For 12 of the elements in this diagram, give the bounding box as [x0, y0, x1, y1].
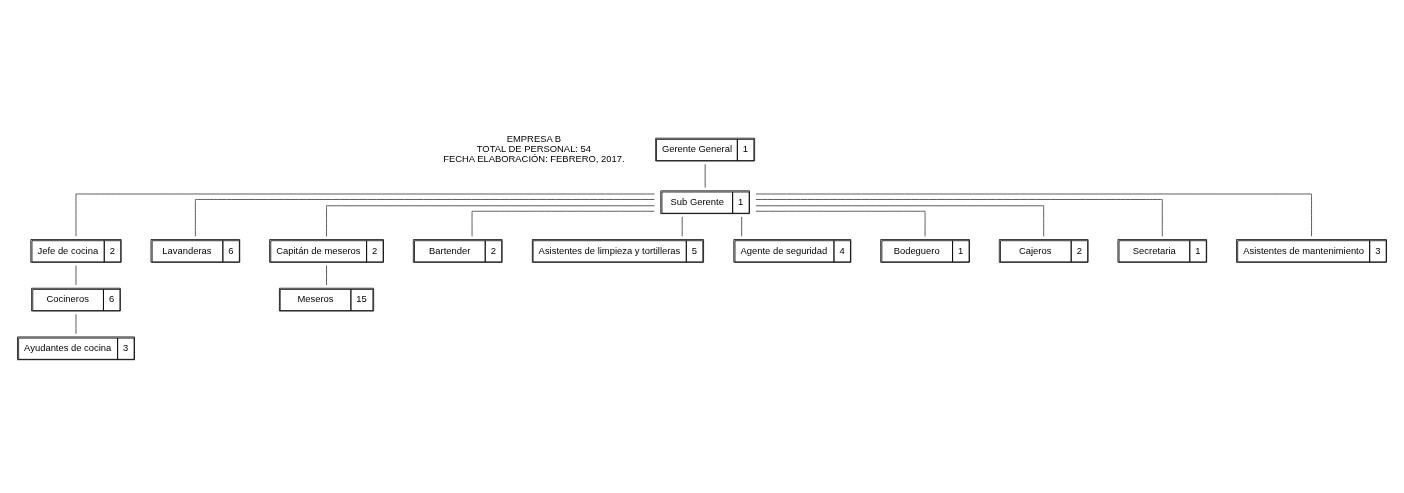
connector	[755, 204, 1045, 237]
label: FECHA ELABORACIÓN: FEBRERO, 2017.	[443, 152, 625, 164]
connector	[326, 264, 327, 285]
connector	[194, 198, 655, 237]
connector	[755, 210, 926, 237]
label: TOTAL DE PERSONAL: 54	[476, 142, 592, 154]
label: EMPRESA B	[506, 132, 562, 144]
connector	[471, 210, 655, 237]
connector	[755, 193, 1312, 237]
connector	[326, 204, 655, 237]
connector	[755, 198, 1163, 237]
connector	[741, 215, 743, 237]
